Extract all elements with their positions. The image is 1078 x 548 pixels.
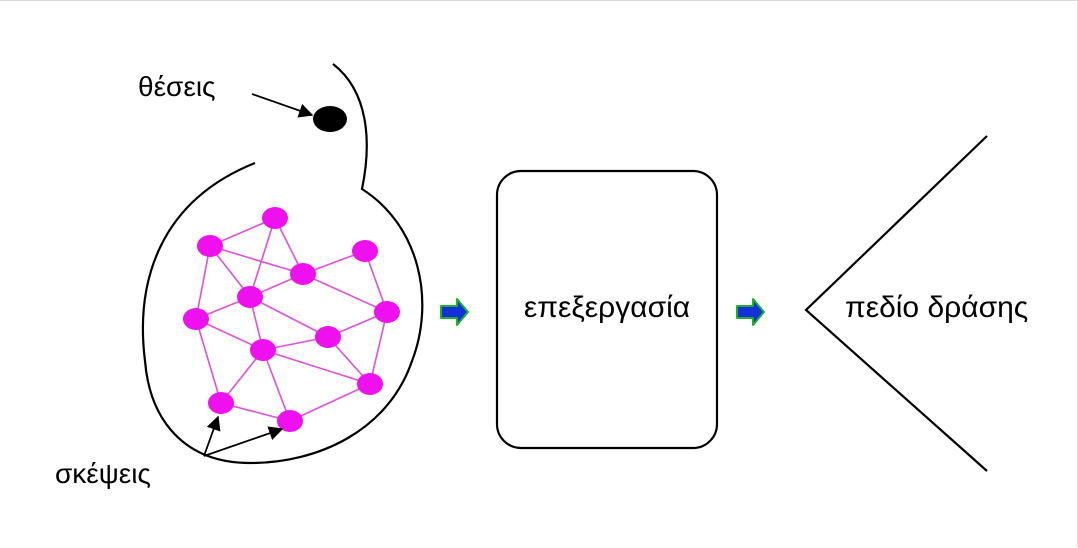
thought-node: [208, 392, 234, 414]
positions-dot: [313, 106, 347, 132]
thought-node: [315, 326, 341, 348]
thought-node: [197, 235, 223, 257]
processing-label: επεξεργασία: [524, 291, 690, 324]
positions-pointer-arrow: [251, 93, 314, 118]
thoughts-pointer-arrow: [203, 415, 221, 457]
thought-node: [374, 301, 400, 323]
thoughts-pointer-arrow: [203, 426, 284, 457]
head-outline: [141, 63, 424, 465]
processing-box: [495, 169, 719, 450]
thought-node: [352, 240, 378, 262]
flow-arrow-icon: [736, 298, 765, 326]
thought-node: [357, 373, 383, 395]
thought-node: [183, 308, 209, 330]
flow-arrow-icon: [440, 298, 469, 326]
positions-label: θέσεις: [138, 71, 216, 102]
thought-node: [250, 339, 276, 361]
thought-node: [290, 263, 316, 285]
thoughts-label: σκέψεις: [55, 458, 151, 489]
field-of-action-label: πεδίο δράσης: [845, 291, 1028, 324]
thought-node: [237, 286, 263, 308]
field-of-action-shape: [804, 135, 988, 472]
thought-node: [262, 207, 288, 229]
thought-network-nodes: [183, 207, 400, 432]
thought-node: [277, 410, 303, 432]
